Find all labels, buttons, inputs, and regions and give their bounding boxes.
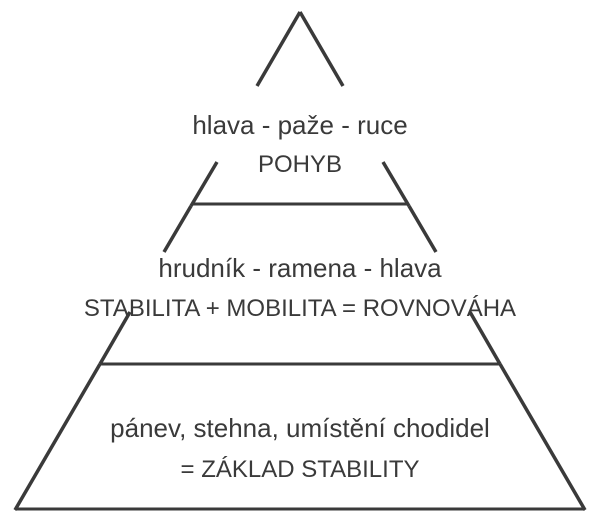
middle-tier-title: STABILITA + MOBILITA = ROVNOVÁHA — [84, 295, 516, 322]
tier3-left-edge — [13, 363, 102, 511]
tier2-lower-left-edge — [98, 311, 132, 365]
middle-tier-parts: hrudník - ramena - hlava — [158, 253, 442, 283]
tier2-lower-right-edge — [468, 311, 502, 365]
top-tier-parts: hlava - paže - ruce — [192, 110, 407, 140]
bottom-tier-parts: pánev, stehna, umístění chodidel — [110, 413, 490, 443]
tier1-left-edge — [189, 161, 219, 207]
bottom-tier-title: = ZÁKLAD STABILITY — [181, 456, 420, 483]
tier1-right-edge — [381, 161, 411, 207]
apex-right-edge — [298, 11, 345, 87]
tier3-right-edge — [498, 363, 587, 511]
top-tier-title: POHYB — [258, 151, 342, 178]
tier2-upper-right-edge — [407, 205, 438, 253]
tier2-upper-left-edge — [162, 205, 193, 253]
apex-left-edge — [255, 11, 302, 87]
